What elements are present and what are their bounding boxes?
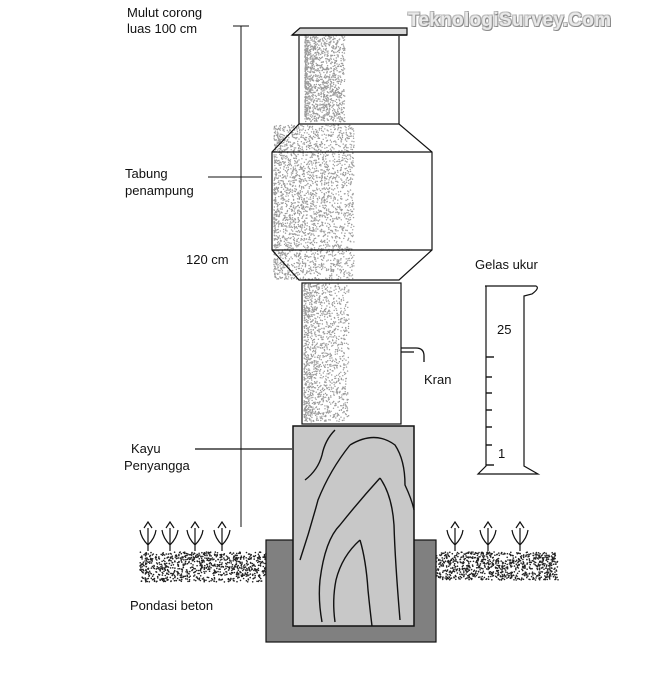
tap-label: Kran — [424, 372, 451, 388]
funnel-mouth — [292, 28, 407, 35]
water-texture — [273, 29, 354, 422]
measuring-glass-label: Gelas ukur — [475, 257, 538, 273]
grass-tuft-icon — [162, 522, 178, 551]
wood-support-label-line1: Kayu — [131, 441, 161, 457]
height-label: 120 cm — [186, 252, 229, 268]
grass-tuft-icon — [512, 522, 528, 551]
tank-label-line1: Tabung — [125, 166, 168, 182]
tank-label-line2: penampung — [125, 183, 194, 199]
measuring-glass — [478, 286, 538, 474]
measuring-glass-scale — [486, 357, 494, 465]
grass-tuft-icon — [187, 522, 203, 551]
foundation-label: Pondasi beton — [130, 598, 213, 614]
grass-tuft-icon — [214, 522, 230, 551]
wood-support-label-line2: Penyangga — [124, 458, 190, 474]
grass-tuft-icon — [140, 522, 156, 551]
funnel-mouth-label-line1: Mulut corong — [127, 5, 202, 21]
grass-tuft-icon — [447, 522, 463, 551]
tap-icon — [401, 348, 424, 362]
grass-tuft-icon — [480, 522, 496, 551]
glass-scale-bottom-mark: 1 — [498, 446, 505, 462]
glass-scale-top-mark: 25 — [497, 322, 511, 338]
funnel-mouth-label-line2: luas 100 cm — [127, 21, 197, 37]
watermark-logo: TeknologiSurvey.Com — [408, 10, 611, 32]
